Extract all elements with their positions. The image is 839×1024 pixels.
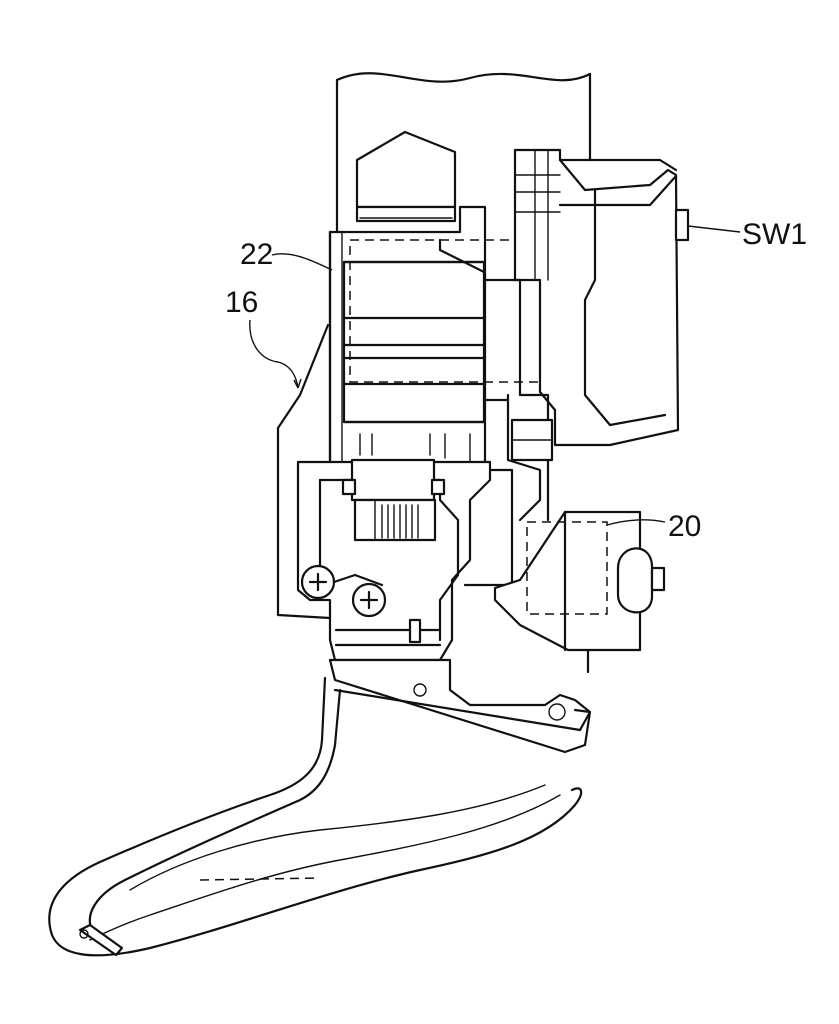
screw-right-icon xyxy=(351,582,387,618)
label-ref-20: 20 xyxy=(668,510,701,543)
label-sw1: SW1 xyxy=(742,218,807,251)
ratchet-mechanism xyxy=(296,458,492,662)
lever-knob-20 xyxy=(493,510,666,652)
screw-left-icon xyxy=(300,564,336,600)
right-bracket xyxy=(513,148,690,447)
component-20-dashed-outline xyxy=(526,521,608,615)
label-ref-16: 16 xyxy=(225,286,258,319)
lever-blade xyxy=(48,676,583,957)
top-cap xyxy=(355,130,457,223)
linkage-column xyxy=(463,278,554,587)
leader-lines xyxy=(249,225,741,526)
label-ref-22: 22 xyxy=(240,238,273,271)
screw-link xyxy=(332,573,384,587)
actuator-stack xyxy=(342,238,486,471)
hinge-plate xyxy=(328,658,592,754)
